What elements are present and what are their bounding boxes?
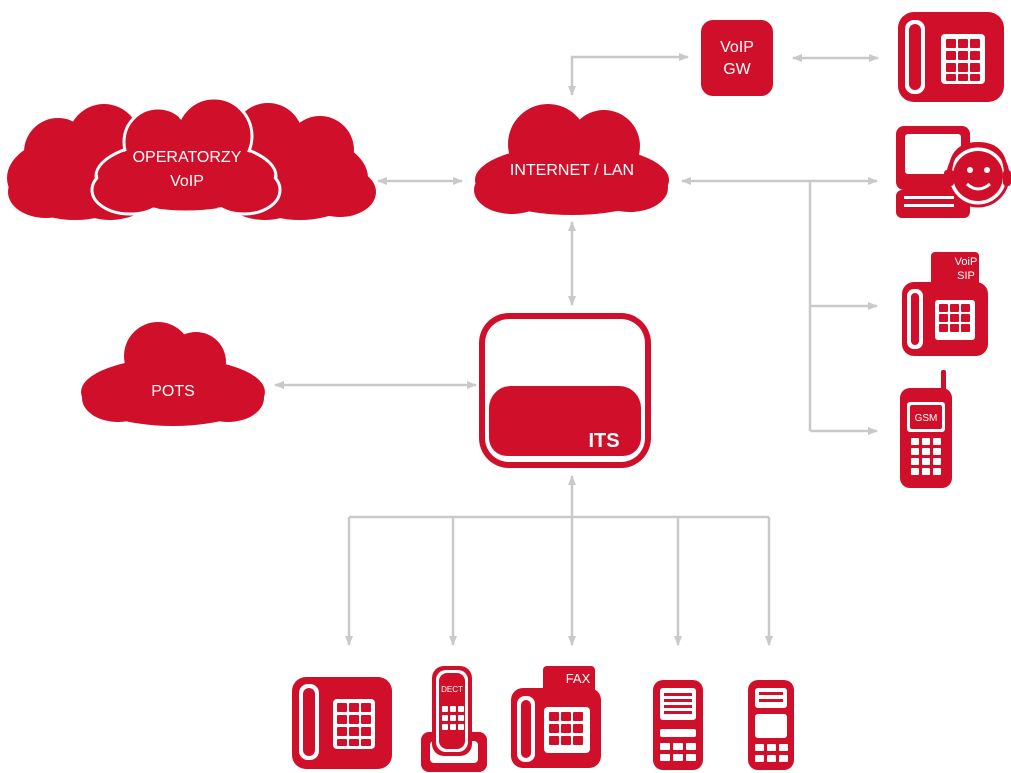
voip-sip-label-line1: VoiP: [955, 256, 978, 268]
voip-sip-phone: VoiP SIP: [902, 252, 988, 356]
dect-phone-icon: [421, 666, 487, 772]
its-unit: ITS: [479, 313, 651, 468]
operatorzy-label-line2: VoIP: [170, 173, 204, 190]
fax-machine: FAX: [511, 666, 601, 768]
dect-phone: DECT: [421, 666, 487, 772]
voip-gw-label-line1: VoIP: [720, 39, 754, 56]
display-phone-icon: [748, 680, 794, 770]
cloud-icon: [7, 96, 376, 220]
its-label: ITS: [588, 430, 619, 452]
gsm-label: GSM: [915, 413, 938, 424]
desk-phone-bottom: [292, 677, 392, 769]
fax-icon: [511, 666, 601, 768]
connectors: [274, 53, 879, 646]
agent-workstation: [896, 126, 1011, 218]
agent-workstation-icon: [896, 126, 1011, 218]
dect-label: DECT: [441, 685, 463, 694]
cloud-icon: [474, 104, 669, 215]
internet-lan-label: INTERNET / LAN: [510, 162, 634, 179]
fax-label: FAX: [566, 671, 591, 686]
pots-label: POTS: [151, 383, 195, 400]
gateway-box-icon: [701, 20, 773, 96]
desk-phone-top: [898, 12, 1004, 102]
connector-internet-voip-gw: [568, 53, 689, 96]
operatorzy-label-line1: OPERATORZY: [133, 149, 242, 166]
operatorzy-voip-cloud: OPERATORZY VoIP: [7, 96, 376, 220]
voip-gw-box: VoIP GW: [701, 20, 773, 96]
desk-phone-icon: [292, 677, 392, 769]
gsm-phone: GSM: [900, 370, 952, 488]
pots-cloud: POTS: [81, 322, 265, 426]
system-phone-2: [748, 680, 794, 770]
sip-phone-icon: [902, 252, 988, 356]
gsm-mobile-icon: [900, 370, 952, 488]
voip-sip-label-line2: SIP: [957, 270, 975, 282]
internet-lan-cloud: INTERNET / LAN: [474, 104, 669, 215]
system-phone-1: [653, 680, 703, 770]
cloud-icon: [81, 322, 265, 426]
system-phone-icon: [653, 680, 703, 770]
desk-phone-icon: [898, 12, 1004, 102]
voip-gw-label-line2: GW: [723, 61, 751, 78]
